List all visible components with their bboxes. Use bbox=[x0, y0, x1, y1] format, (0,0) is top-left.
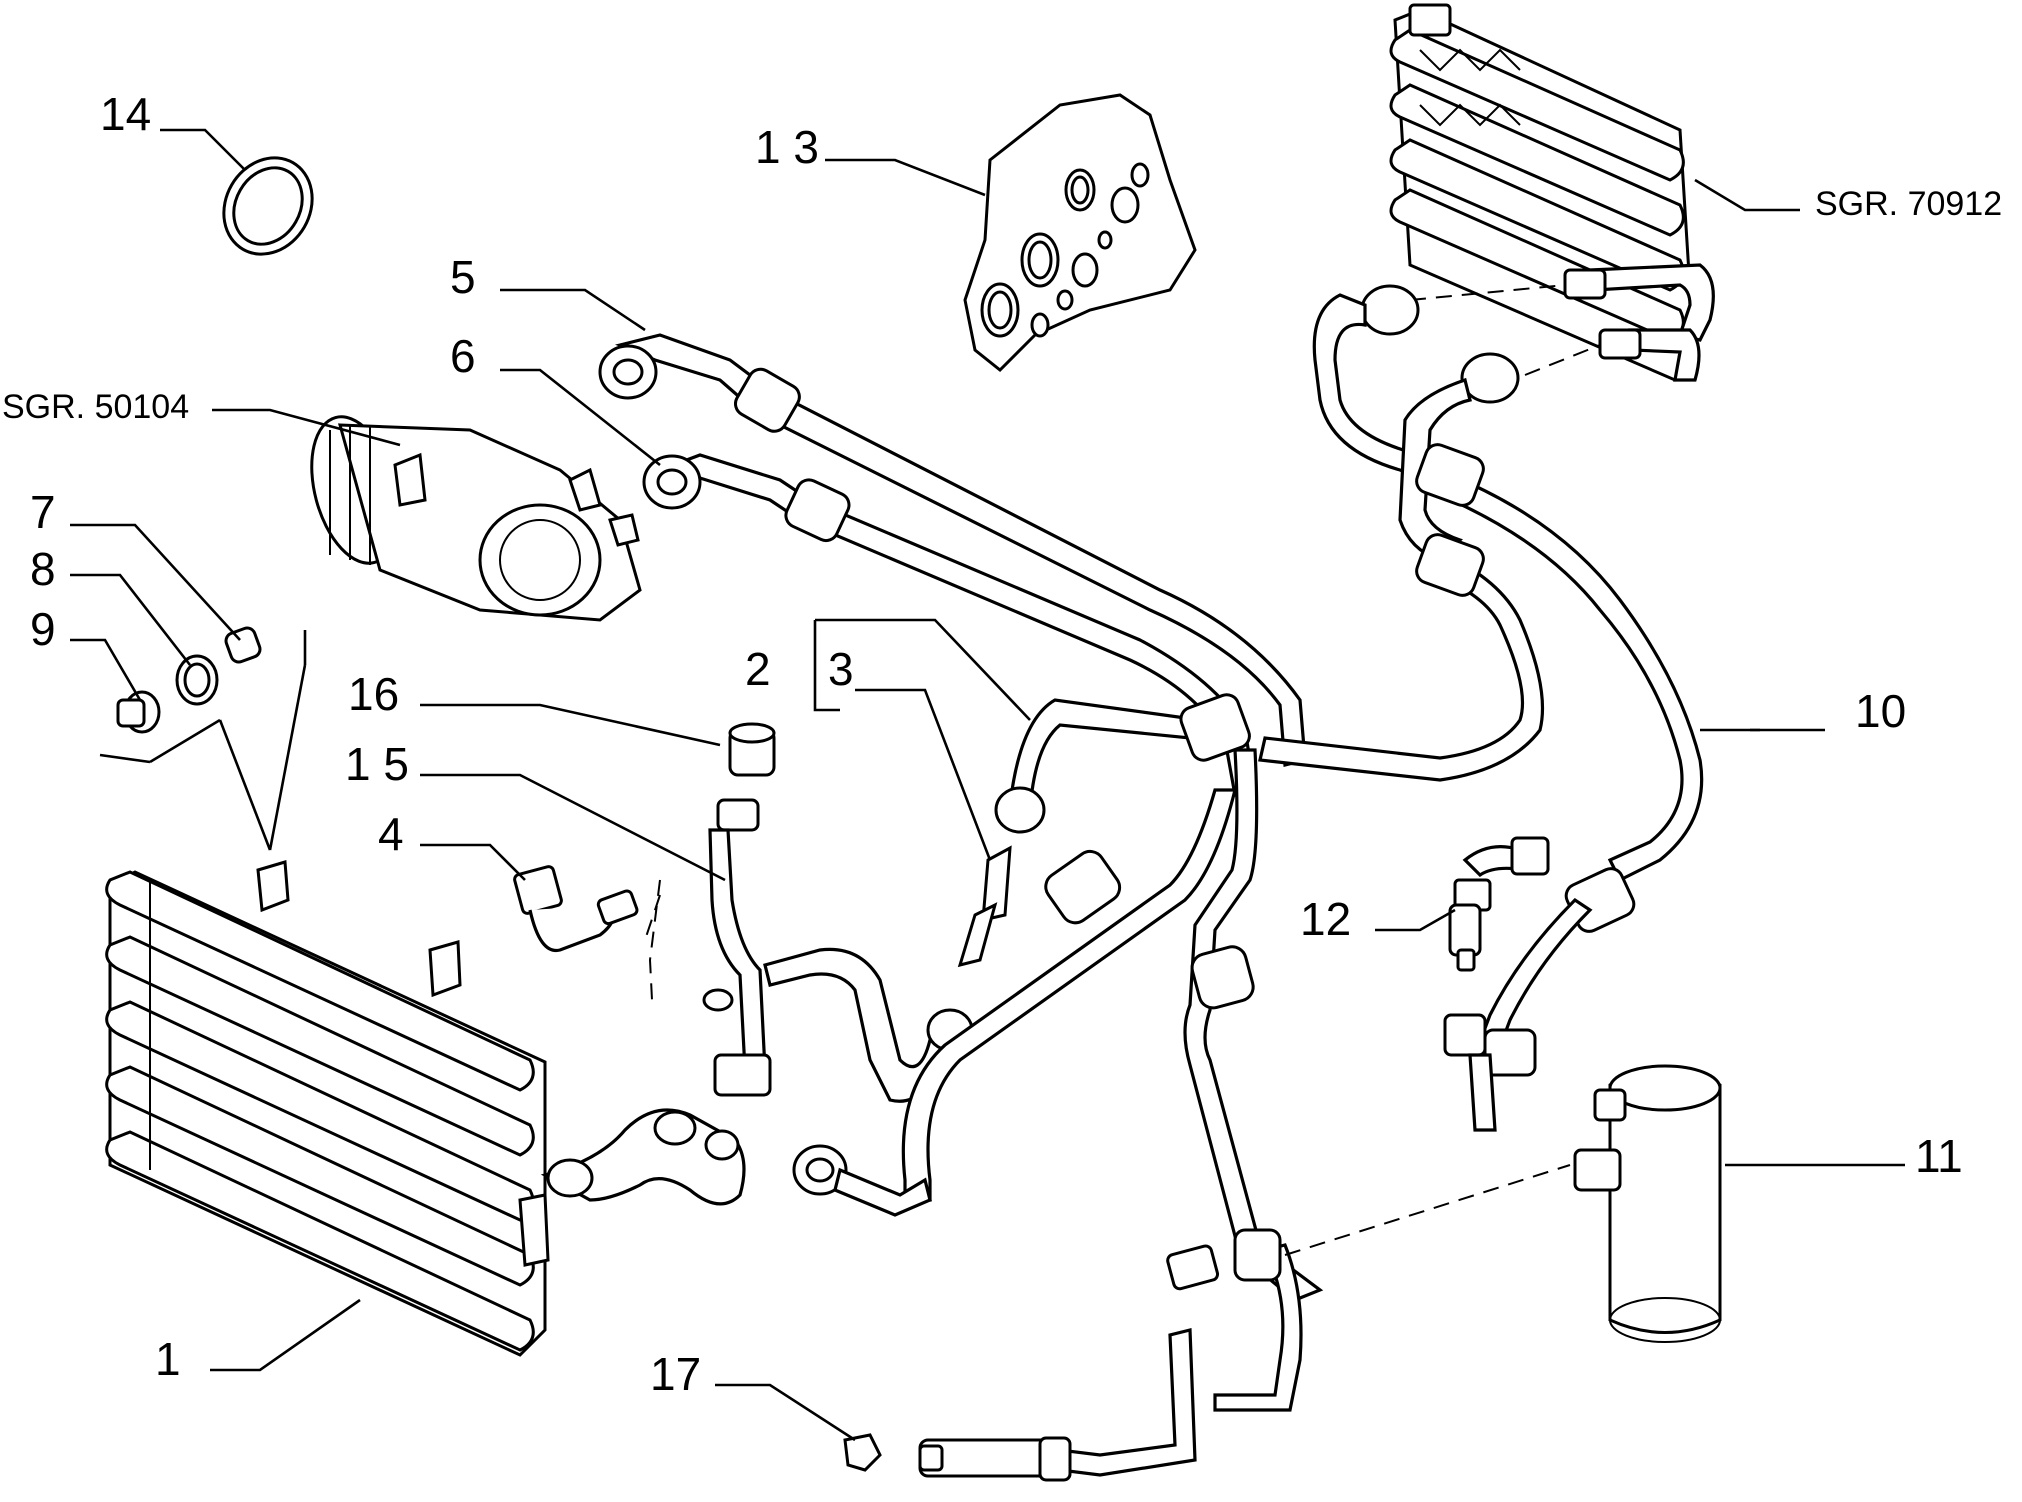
label-6: 6 bbox=[450, 330, 476, 382]
label-2: 2 bbox=[745, 643, 771, 695]
label-8: 8 bbox=[30, 543, 56, 595]
switch-lower-fitting bbox=[1443, 1013, 1537, 1132]
label-5: 5 bbox=[450, 251, 476, 303]
receiver-fitting bbox=[1166, 1164, 1571, 1291]
condenser-part bbox=[105, 860, 550, 1357]
label-4: 4 bbox=[378, 808, 404, 860]
evaporator-hoses-10 bbox=[1258, 284, 1704, 1062]
bottom-pipe bbox=[918, 1243, 1303, 1482]
switch-12 bbox=[1448, 836, 1550, 972]
leader-lines bbox=[70, 128, 1905, 1442]
o-ring-part bbox=[222, 156, 314, 256]
label-15: 1 5 bbox=[345, 738, 409, 790]
label-9: 9 bbox=[30, 603, 56, 655]
label-10: 10 bbox=[1855, 685, 1906, 737]
evaporator-part bbox=[1389, 3, 1715, 382]
label-1: 1 bbox=[155, 1333, 181, 1385]
lower-hose bbox=[792, 693, 1324, 1302]
label-13: 1 3 bbox=[755, 121, 819, 173]
pipe-2-valve-3 bbox=[957, 698, 1213, 968]
label-17: 17 bbox=[650, 1348, 701, 1400]
label-16: 16 bbox=[348, 668, 399, 720]
condenser-outlet-pipe bbox=[540, 1108, 746, 1206]
label-sgr-evaporator: SGR. 70912 bbox=[1815, 185, 2002, 223]
nut-17 bbox=[843, 1433, 882, 1472]
label-sgr-compressor: SGR. 50104 bbox=[2, 388, 189, 426]
pipe-15-16 bbox=[648, 722, 974, 1103]
label-3: 3 bbox=[828, 643, 854, 695]
label-14: 14 bbox=[100, 88, 151, 140]
compressor-part bbox=[310, 415, 642, 622]
seal-kit-part bbox=[963, 93, 1197, 373]
part-labels: 14 1 3 5 6 SGR. 50104 7 8 9 16 1 5 4 2 3… bbox=[2, 88, 2002, 1400]
label-12: 12 bbox=[1300, 893, 1351, 945]
label-7: 7 bbox=[30, 486, 56, 538]
pressure-switch-4 bbox=[513, 865, 661, 953]
fittings-7-8-9 bbox=[99, 626, 307, 851]
label-11: 11 bbox=[1915, 1130, 1963, 1182]
receiver-drier-11 bbox=[1573, 1064, 1722, 1343]
